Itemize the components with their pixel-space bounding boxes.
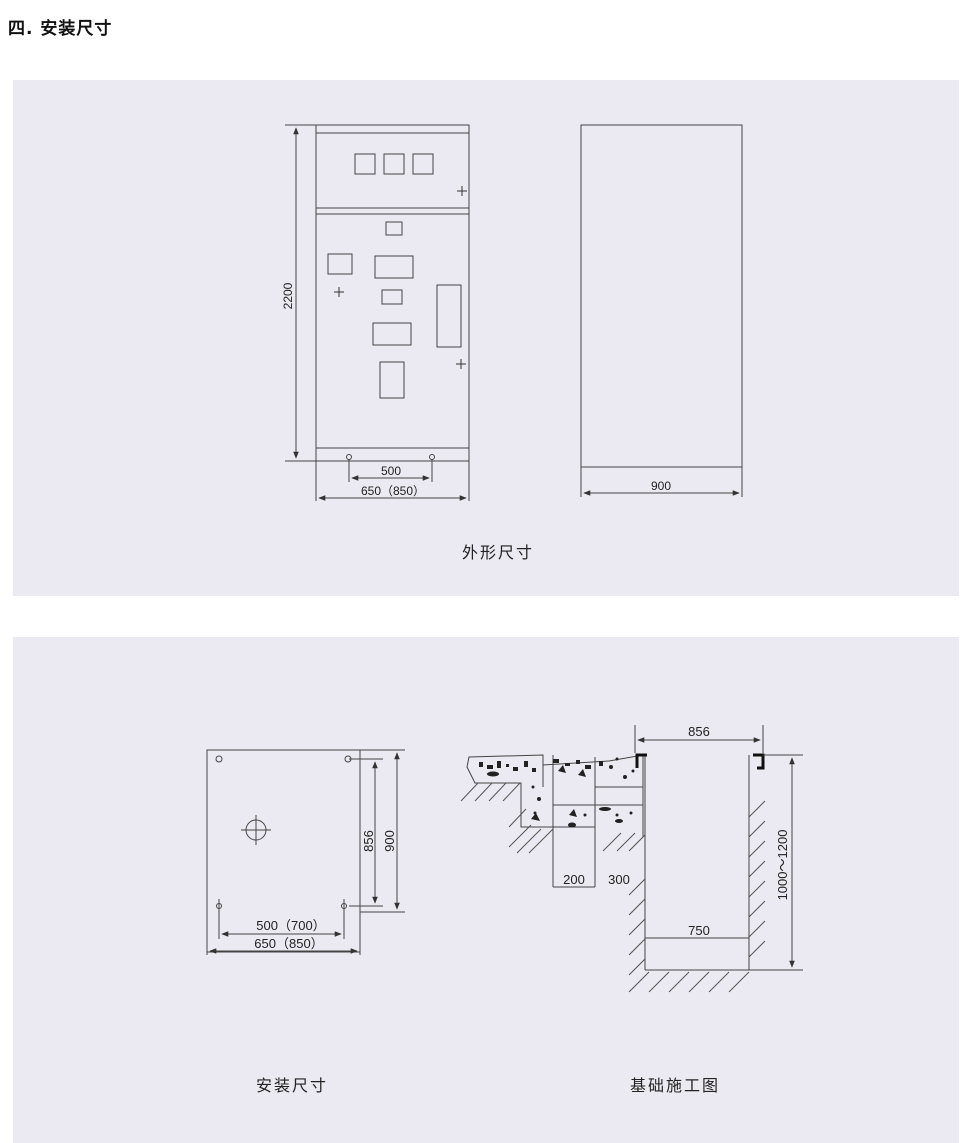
width-dimensions: 500 650（850）: [315, 460, 470, 501]
install-v-outer-label: 900: [382, 830, 397, 852]
foundation-caption: 基础施工图: [630, 1076, 721, 1095]
outline-dimensions-panel: 2200 500 650（850） 900 外形尺寸: [13, 80, 959, 596]
inner-width-label: 500: [381, 464, 401, 478]
foundation-bottom-label: 750: [688, 923, 710, 938]
foundation-left-a-label: 200: [563, 872, 585, 887]
outer-width-label: 650（850）: [361, 484, 425, 498]
aggregate-texture: [479, 757, 635, 828]
cabinet-side-view: 900: [580, 124, 743, 497]
install-h-outer-label: 650（850）: [254, 936, 323, 951]
height-label: 2200: [281, 282, 295, 309]
foundation-drawing: 856 1000～1200 200 300 750: [460, 724, 803, 993]
installation-drawing: 856 900 500（700） 650（850）: [206, 724, 803, 993]
foundation-left-b-label: 300: [608, 872, 630, 887]
install-v-inner-label: 856: [361, 830, 376, 852]
section-title: 四. 安装尺寸: [8, 19, 113, 39]
install-h-inner-label: 500（700）: [256, 918, 325, 933]
foundation-top-label: 856: [688, 724, 710, 739]
installation-panel: 856 900 500（700） 650（850）: [13, 637, 959, 1143]
install-caption: 安装尺寸: [256, 1076, 329, 1095]
depth-label: 900: [651, 479, 671, 493]
outline-caption: 外形尺寸: [462, 543, 535, 562]
ground-hatching: [460, 782, 766, 993]
cabinet-front-view: [315, 124, 470, 462]
foundation-depth-label: 1000～1200: [775, 830, 790, 901]
outline-drawing: 2200 500 650（850） 900: [281, 124, 743, 501]
install-plan: 856 900 500（700） 650（850）: [206, 749, 405, 955]
height-dimension: 2200: [281, 124, 469, 462]
